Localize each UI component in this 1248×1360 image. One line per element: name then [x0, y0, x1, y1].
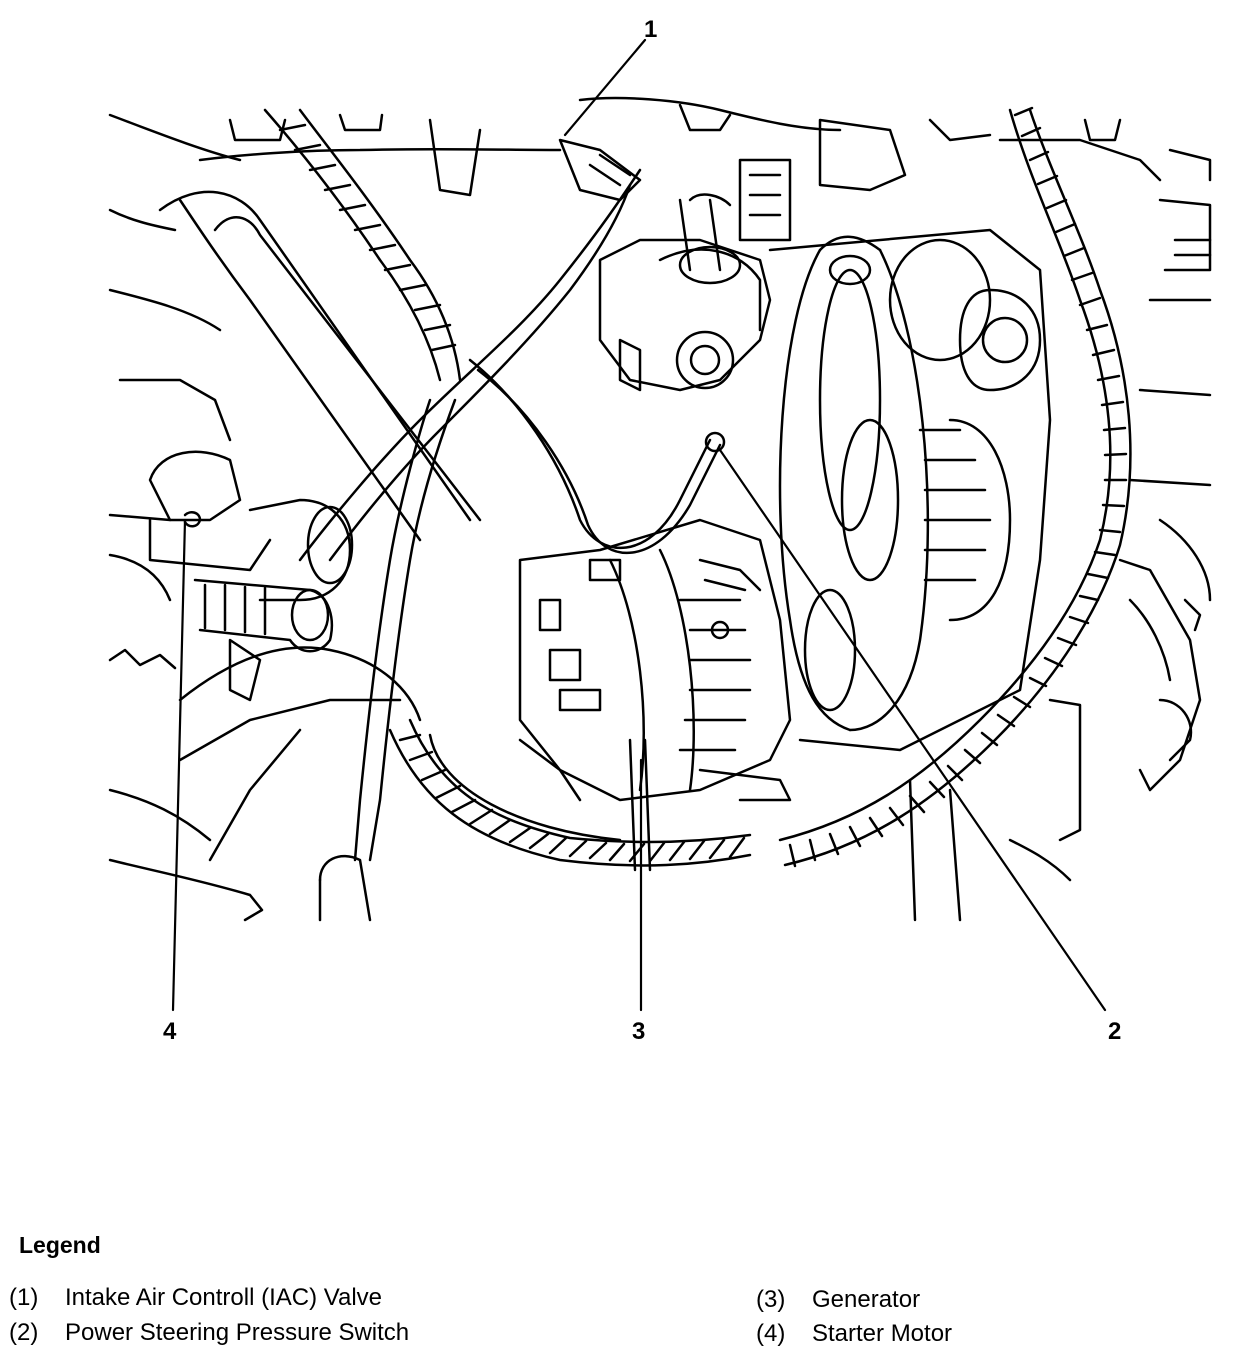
legend-number: (2): [9, 1319, 39, 1346]
intake-air-control-valve-drawing: [558, 138, 792, 392]
power-steering-hoses: [158, 168, 642, 562]
legend-number: (3): [756, 1286, 786, 1313]
callout-2: 2: [1108, 1018, 1122, 1045]
leader-lines: [171, 38, 1107, 1012]
callout-4: 4: [163, 1018, 177, 1045]
leader-line-1: [563, 38, 647, 137]
legend-number: (1): [9, 1284, 39, 1311]
legend-item-3: (3) Generator: [756, 1286, 920, 1314]
callout-3: 3: [632, 1018, 646, 1045]
wiring-harness-lower: [388, 106, 1132, 868]
legend-item-2: (2) Power Steering Pressure Switch: [9, 1319, 409, 1347]
wiring-harness-left: [263, 108, 462, 862]
legend-item-1: (1) Intake Air Controll (IAC) Valve: [9, 1284, 382, 1312]
legend-item-4: (4) Starter Motor: [756, 1320, 952, 1348]
legend-title: Legend: [19, 1232, 101, 1258]
legend-label: Starter Motor: [812, 1320, 953, 1347]
lower-structure: [178, 558, 1202, 922]
engine-diagram: 1 2 3 4: [108, 16, 1212, 1045]
leader-line-2: [718, 448, 1107, 1012]
starter-motor-drawing: [118, 378, 354, 653]
leader-line-4: [171, 518, 187, 1012]
legend-label: Power Steering Pressure Switch: [65, 1319, 410, 1346]
legend-number: (4): [756, 1320, 786, 1347]
legend-label: Generator: [812, 1286, 921, 1313]
legend: Legend (1) Intake Air Controll (IAC) Valv…: [0, 1210, 1248, 1360]
engine-background-outline: [108, 96, 1212, 922]
sensor-lead: [468, 248, 762, 555]
generator-drawing: [518, 518, 792, 802]
pulleys-and-belt: [768, 228, 1052, 752]
engine-line-drawing: [108, 38, 1212, 1012]
legend-label: Intake Air Controll (IAC) Valve: [65, 1284, 383, 1311]
callout-1: 1: [644, 16, 658, 43]
